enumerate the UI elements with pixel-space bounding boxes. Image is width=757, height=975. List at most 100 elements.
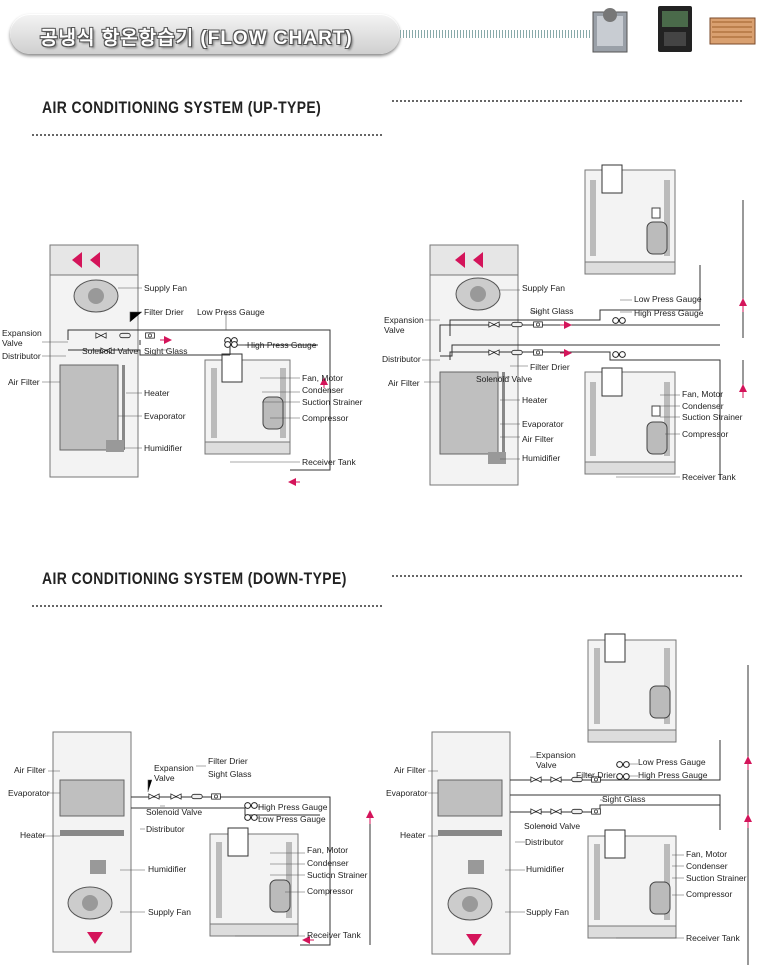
- up-left-airflow-arrow-1: [72, 252, 82, 268]
- section-underline-up: [32, 134, 382, 136]
- down-right-fan-motor-label: Fan, Motor: [686, 849, 727, 859]
- down-left-flow-arrows: [302, 810, 374, 944]
- up-right-heater-shape: [502, 372, 505, 454]
- down-right-distributor-label: Distributor: [525, 837, 564, 847]
- down-right-outdoor-unit-bottom: [587, 829, 677, 939]
- down-right-sight-glass-label: Sight Glass: [602, 794, 645, 804]
- down-right-humidifier-label: Humidifier: [526, 864, 564, 874]
- up-right-indoor-unit: [429, 244, 519, 486]
- up-left-filter-drier-symbol: [119, 332, 131, 339]
- down-right-heater-label: Heater: [400, 830, 426, 840]
- up-left-indoor-unit: [49, 244, 139, 478]
- down-left-fan-motor-label: Fan, Motor: [307, 845, 348, 855]
- up-right-airflow-arrow-2: [473, 252, 483, 268]
- down-right-leaders: [428, 756, 684, 939]
- up-right-leaders: [422, 289, 680, 478]
- up-right-compressor-label: Compressor: [682, 429, 728, 439]
- up-left-heater-shape: [122, 365, 125, 450]
- up-right-fan-motor-label: Fan, Motor: [682, 389, 723, 399]
- up-left-diagram: Supply Fan Filter Drier Low Press Gauge …: [2, 244, 363, 486]
- up-right-humidifier-shape: [488, 452, 506, 464]
- up-right-humidifier-label: Humidifier: [522, 453, 560, 463]
- down-right-filter-drier-label: Filter Drier: [576, 770, 616, 780]
- section-overline-down: [392, 575, 742, 577]
- down-right-indoor-unit: [431, 731, 511, 955]
- down-left-evaporator-shape: [59, 779, 125, 817]
- up-right-outdoor-unit-top: [584, 164, 676, 275]
- up-right-outdoor-unit-bottom: [584, 367, 676, 475]
- down-left-high-press-gauge-label: High Press Gauge: [258, 802, 328, 812]
- section-title-up: AIR CONDITIONING SYSTEM (UP-TYPE): [42, 98, 322, 117]
- down-left-humidifier-label: Humidifier: [148, 864, 186, 874]
- down-left-outdoor-unit: [209, 827, 299, 937]
- up-left-supply-fan-shape: [73, 279, 119, 313]
- up-left-labels: Supply Fan Filter Drier Low Press Gauge …: [2, 283, 363, 467]
- up-right-distributor-label: Distributor: [382, 354, 421, 364]
- up-left-humidifier-label: Humidifier: [144, 443, 182, 453]
- down-left-heater-label: Heater: [20, 830, 46, 840]
- up-left-solenoid-valve-label: Solenoid Valve: [82, 346, 138, 356]
- down-left-low-press-gauge-label: Low Press Gauge: [258, 814, 326, 824]
- up-right-air-filter-label: Air Filter: [522, 434, 554, 444]
- up-left-sight-glass-label: Sight Glass: [144, 346, 187, 356]
- down-left-filter-drier-label: Filter Drier: [208, 756, 248, 766]
- up-right-receiver-tank-label: Receiver Tank: [682, 472, 736, 482]
- up-left-compressor-shape: [262, 396, 284, 430]
- header-banner: 공냉식 항온항습기 (FLOW CHART): [10, 14, 400, 54]
- up-left-fan-motor-label: Fan, Motor: [302, 373, 343, 383]
- down-right-solenoid-valve-label: Solenoid Valve: [524, 821, 580, 831]
- up-right-evaporator-label: Evaporator: [522, 419, 564, 429]
- down-left-suction-strainer-label: Suction Strainer: [307, 870, 368, 880]
- page-title: 공냉식 항온항습기 (FLOW CHART): [40, 28, 353, 49]
- up-left-leaders: [42, 287, 300, 463]
- down-right-outdoor-unit-top: [587, 633, 677, 743]
- down-right-evaporator-shape: [437, 779, 503, 817]
- up-left-humidifier-shape: [106, 440, 124, 452]
- up-left-heater-label: Heater: [144, 388, 170, 398]
- down-left-sight-glass-label: Sight Glass: [208, 769, 251, 779]
- up-left-airflow-arrow-2: [90, 252, 100, 268]
- up-left-high-press-gauge-symbol: [224, 341, 238, 348]
- up-left-outdoor-unit: [204, 353, 291, 455]
- section-underline-down: [32, 605, 382, 607]
- up-left-evaporator-label: Evaporator: [144, 411, 186, 421]
- up-right-condenser-label: Condenser: [682, 401, 724, 411]
- down-left-supply-fan-shape: [67, 886, 113, 920]
- up-left-low-press-gauge-label: Low Press Gauge: [197, 307, 265, 317]
- down-left-airflow-arrow: [87, 932, 103, 944]
- up-right-pipes: [439, 200, 744, 480]
- up-right-filter-drier-label: Filter Drier: [530, 362, 570, 372]
- up-left-air-filter-label: Air Filter: [8, 377, 40, 387]
- down-right-high-press-gauge-label: High Press Gauge: [638, 770, 708, 780]
- down-left-solenoid-valve-label: Solenoid Valve: [146, 807, 202, 817]
- down-right-low-press-gauge-label: Low Press Gauge: [638, 757, 706, 767]
- up-left-compressor-label: Compressor: [302, 413, 348, 423]
- down-left-air-filter-label: Air Filter: [14, 765, 46, 775]
- up-left-supply-fan-label: Supply Fan: [144, 283, 187, 293]
- down-right-evaporator-label: Evaporator: [386, 788, 428, 798]
- down-right-condenser-label: Condenser: [686, 861, 728, 871]
- section-overline-up: [392, 100, 742, 102]
- up-right-supply-fan-shape: [455, 277, 501, 311]
- down-right-compressor-label: Compressor: [686, 889, 732, 899]
- down-right-humidifier-shape: [468, 860, 484, 874]
- down-left-indoor-unit: [52, 731, 132, 953]
- up-left-fan-motor-shape: [221, 353, 243, 383]
- header-rule: [400, 30, 590, 38]
- up-right-supply-fan-label: Supply Fan: [522, 283, 565, 293]
- down-right-heater-shape: [438, 830, 502, 836]
- up-left-suction-strainer-label: Suction Strainer: [302, 397, 363, 407]
- up-right-air-filter-left-label: Air Filter: [388, 378, 420, 388]
- up-left-flow-arrows: [160, 336, 328, 486]
- up-left-distributor-label: Distributor: [2, 351, 41, 361]
- down-left-leaders: [40, 765, 305, 937]
- up-right-high-press-gauge-label: High Press Gauge: [634, 308, 704, 318]
- down-left-humidifier-shape: [90, 860, 106, 874]
- up-right-heater-label: Heater: [522, 395, 548, 405]
- down-right-receiver-tank-label: Receiver Tank: [686, 933, 740, 943]
